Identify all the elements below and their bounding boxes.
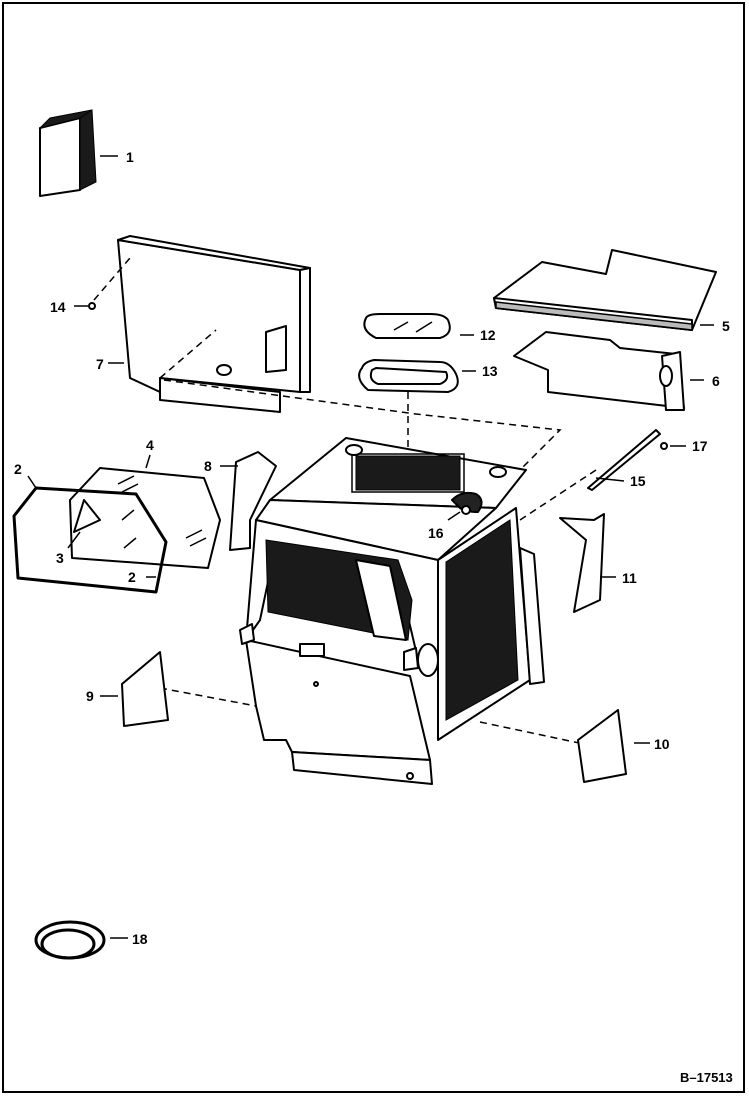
part-13-gasket (358, 359, 476, 470)
callout-16: 16 (428, 525, 444, 541)
callout-3: 3 (56, 550, 64, 566)
cab-body (239, 437, 545, 785)
part-6-rear-panel (513, 331, 704, 411)
part-12-hatch (363, 313, 474, 339)
part-1-filter (38, 109, 118, 197)
part-15-strip (587, 429, 661, 491)
callout-4: 4 (146, 437, 154, 453)
part-9-pad (100, 651, 169, 727)
callouts: 1 2 2 3 4 5 6 7 8 9 10 11 12 13 14 15 16… (14, 149, 730, 947)
callout-2: 2 (128, 569, 136, 585)
callout-11: 11 (622, 570, 637, 586)
callout-15: 15 (630, 473, 646, 489)
callout-18: 18 (132, 931, 148, 947)
roof-grille (355, 455, 461, 491)
callout-12: 12 (480, 327, 496, 343)
callout-8: 8 (204, 458, 212, 474)
callout-2: 2 (14, 461, 22, 477)
callout-14: 14 (50, 299, 66, 315)
assembly-lines (159, 329, 597, 745)
part-18-seal-coil (34, 920, 128, 960)
document-id: B–17513 (680, 1070, 733, 1085)
part-8-trim (220, 451, 277, 551)
part-7-side-panel (108, 235, 311, 413)
part-3-latch (67, 499, 101, 549)
part-11-trim (559, 513, 616, 613)
callout-10: 10 (654, 736, 670, 752)
callout-1: 1 (126, 149, 134, 165)
callout-13: 13 (482, 363, 498, 379)
part-17-screw (660, 442, 686, 450)
callout-17: 17 (692, 438, 708, 454)
callout-5: 5 (722, 318, 730, 334)
part-16-knob (447, 491, 483, 521)
part-2-window-seal (12, 475, 168, 594)
part-14-fastener (74, 257, 131, 310)
part-10-pad (577, 709, 650, 783)
callout-9: 9 (86, 688, 94, 704)
part-5-headliner (493, 249, 717, 331)
callout-6: 6 (712, 373, 720, 389)
callout-7: 7 (96, 356, 104, 372)
